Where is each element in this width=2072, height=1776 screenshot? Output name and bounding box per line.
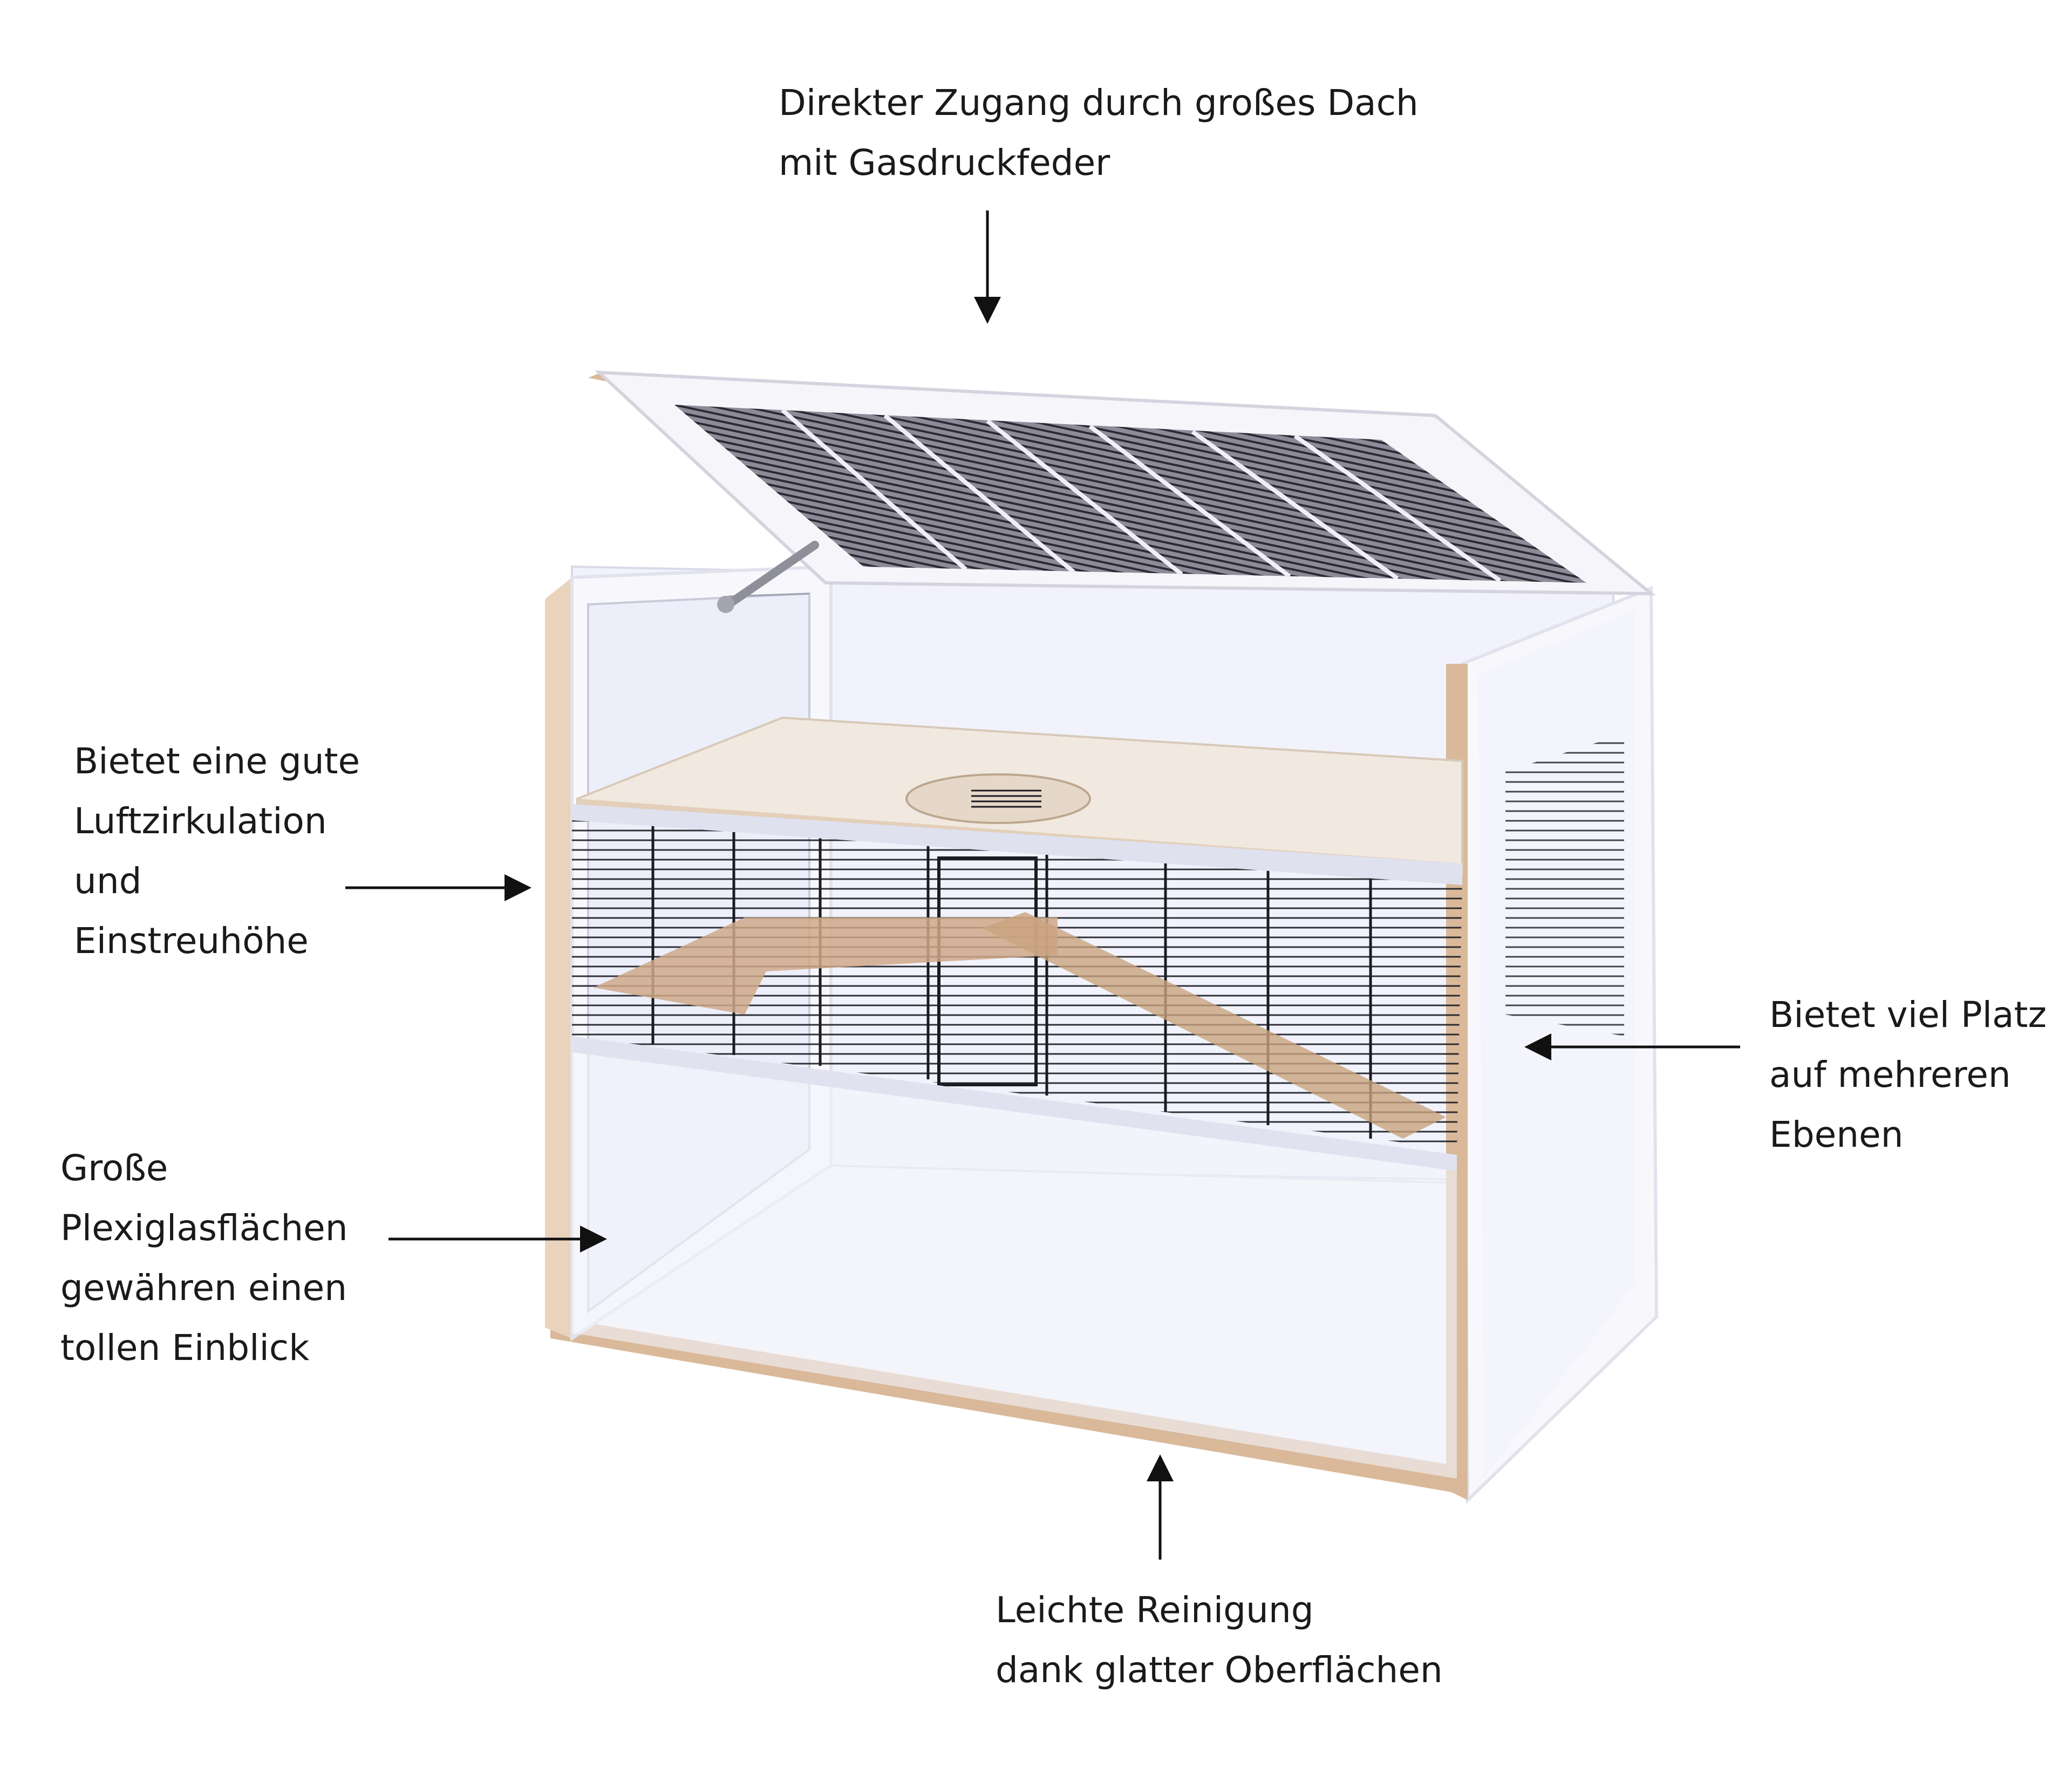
annotation-line: auf mehreren xyxy=(1769,1054,2011,1095)
hinged-roof xyxy=(588,370,1656,596)
annotation-line: gewähren einen xyxy=(60,1267,347,1309)
annotation-line: und xyxy=(74,860,142,902)
annotation-line: Plexiglasflächen xyxy=(60,1207,348,1249)
annotation-line: Bietet eine gute xyxy=(74,740,360,782)
annotation-roof-access: Direkter Zugang durch großes Dach mit Ga… xyxy=(779,73,1419,193)
annotation-line: tollen Einblick xyxy=(60,1327,310,1369)
annotation-easy-cleaning: Leichte Reinigung dank glatter Oberfläch… xyxy=(996,1580,1443,1700)
annotation-air-circulation: Bietet eine gute Luftzirkulation und Ein… xyxy=(74,731,360,971)
annotation-line: Leichte Reinigung xyxy=(996,1589,1314,1631)
right-side-panel xyxy=(1446,586,1659,1505)
annotation-line: Ebenen xyxy=(1769,1114,1904,1155)
annotation-line: Bietet viel Platz xyxy=(1769,994,2047,1036)
annotation-plexiglass: Große Plexiglasflächen gewähren einen to… xyxy=(60,1138,348,1378)
annotation-line: dank glatter Oberflächen xyxy=(996,1649,1443,1691)
annotation-line: Große xyxy=(60,1147,168,1189)
wooden-ramps xyxy=(594,912,1446,1139)
annotation-arrows xyxy=(345,210,1740,1560)
annotation-line: mit Gasdruckfeder xyxy=(779,142,1110,183)
gas-spring xyxy=(717,541,819,613)
annotation-multiple-levels: Bietet viel Platz auf mehreren Ebenen xyxy=(1769,985,2047,1165)
annotation-line: Einstreuhöhe xyxy=(74,920,309,962)
front-rails xyxy=(572,804,1462,1479)
annotation-line: Direkter Zugang durch großes Dach xyxy=(779,82,1419,124)
annotation-line: Luftzirkulation xyxy=(74,800,327,842)
